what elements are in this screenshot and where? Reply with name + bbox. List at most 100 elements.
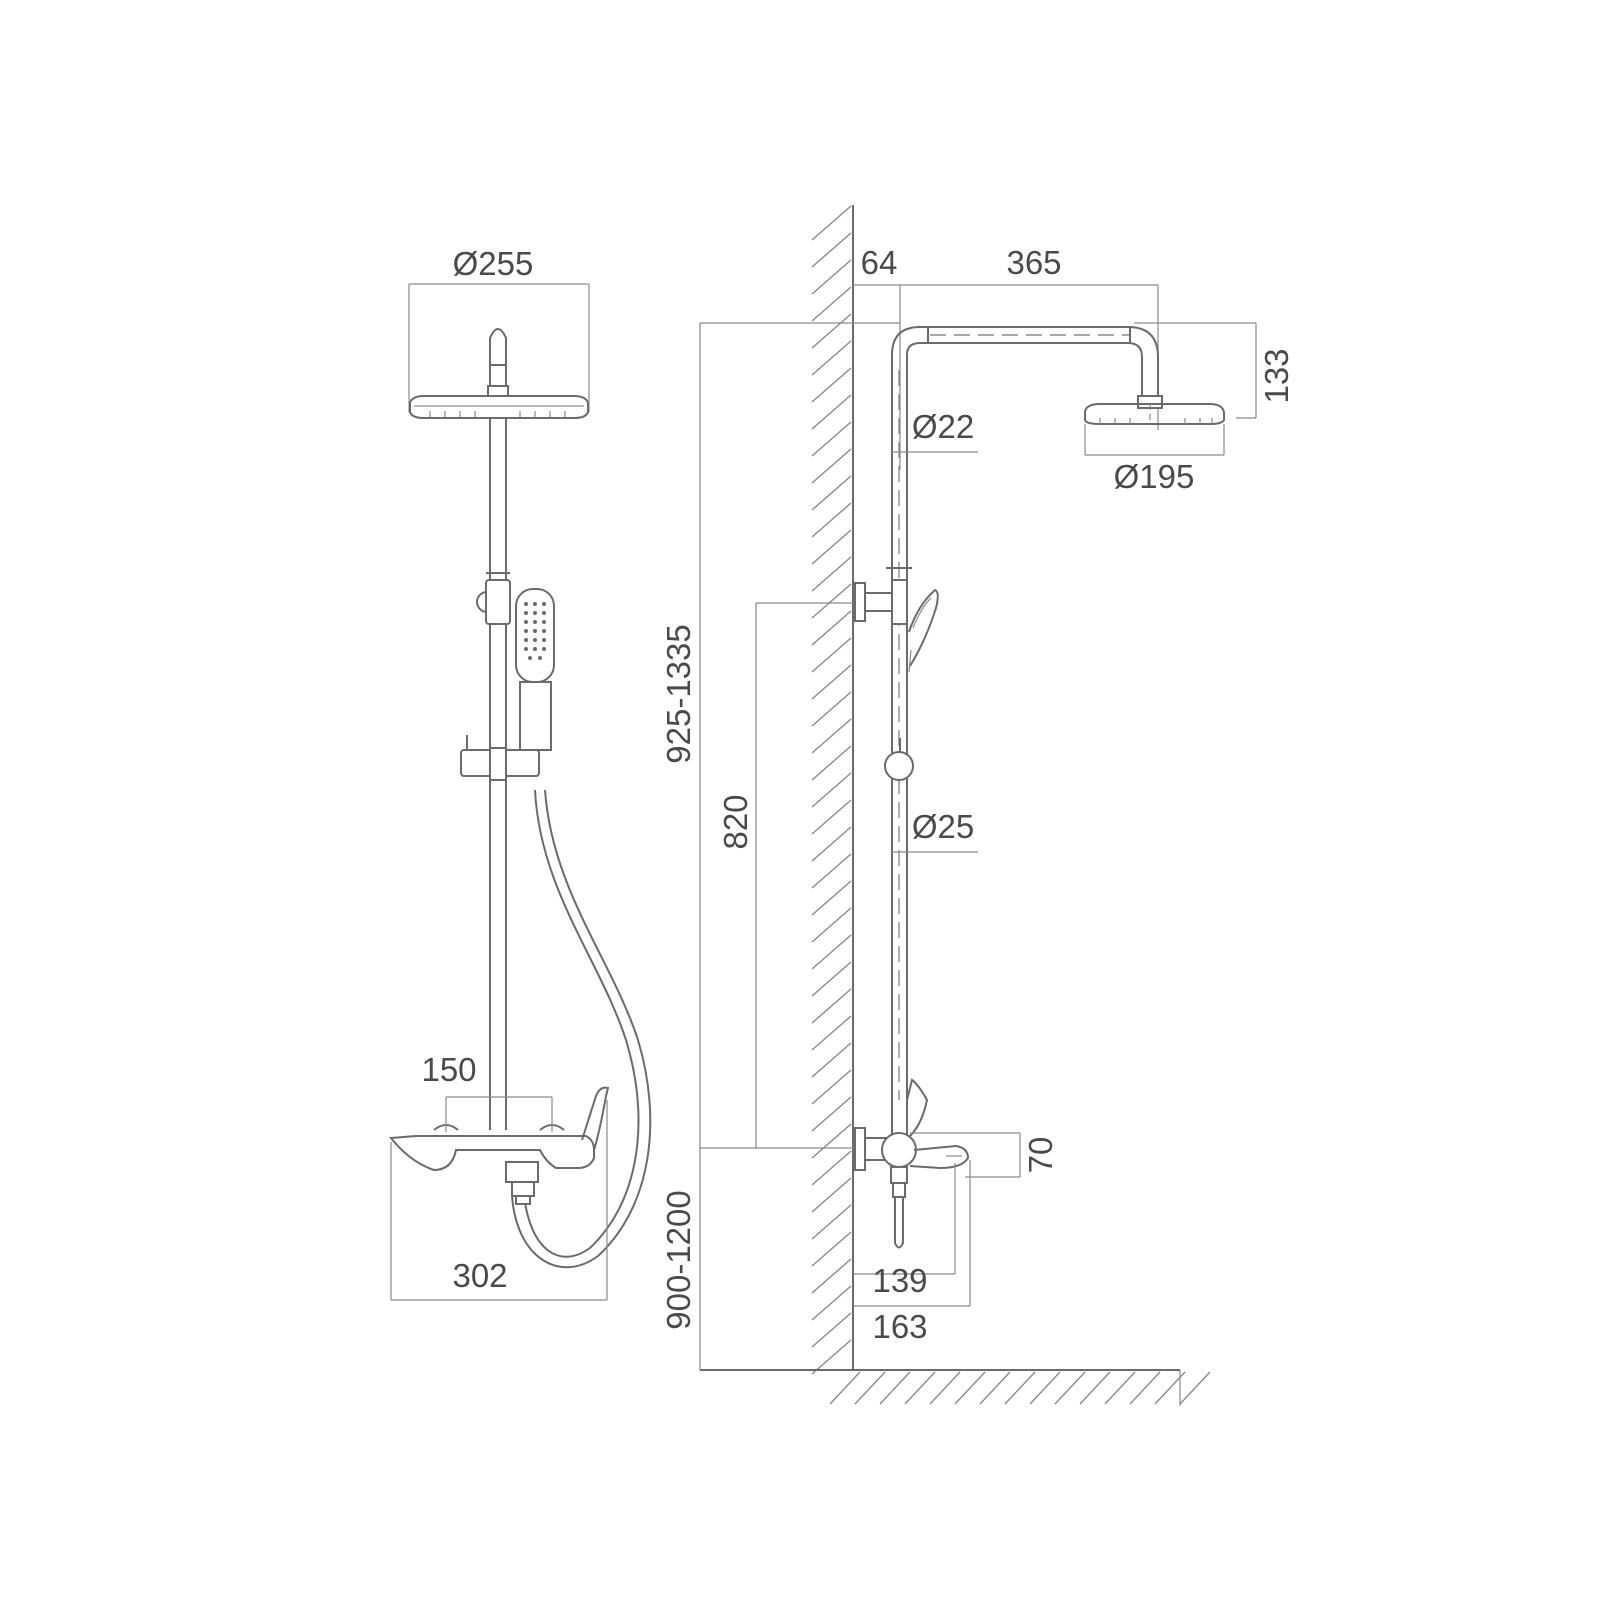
label-mixer-depth: 163 [872, 1308, 927, 1345]
wall-hatch-line [811, 988, 852, 1024]
dimension-head-width-front [408, 283, 590, 412]
wall-hatch-line [811, 1177, 852, 1213]
label-upper-pipe-diameter: Ø22 [912, 408, 974, 445]
front-mixer [389, 1086, 610, 1205]
floor-hatch-line [1029, 1371, 1061, 1405]
wall-hatch-line [811, 1339, 852, 1375]
dimension-bracket-distance [755, 602, 853, 1148]
wall-hatch-line [811, 313, 852, 349]
wall-hatch-line [811, 1150, 852, 1186]
floor-hatch-line [979, 1371, 1011, 1405]
floor-hatch-line [1179, 1371, 1211, 1405]
floor-hatch-line [1079, 1371, 1111, 1405]
dimension-total-height [699, 322, 900, 1149]
wall-hatch-line [811, 475, 852, 511]
wall-hatch-line [811, 1069, 852, 1105]
wall-hatch-line [811, 556, 852, 592]
wall-hatch-line [811, 259, 852, 295]
label-wall-offset: 64 [861, 244, 898, 281]
wall-hatch-line [811, 1258, 852, 1294]
floor-hatch-line [854, 1371, 886, 1405]
wall [811, 205, 854, 1375]
wall-hatch-line [811, 799, 852, 835]
wall-hatch-line [811, 205, 852, 241]
side-shower-arm [891, 326, 1163, 409]
floor-hatch-line [1054, 1371, 1086, 1405]
wall-hatch-line [811, 610, 852, 646]
wall-hatch-line [811, 340, 852, 376]
label-mixer-width: 302 [452, 1257, 507, 1294]
wall-hatch-line [811, 880, 852, 916]
front-shower-head [409, 395, 589, 419]
label-head-height: 133 [1258, 348, 1295, 403]
dimension-head-height [1134, 322, 1257, 419]
dimension-spout-reach [853, 1163, 956, 1275]
floor-hatch-line [1004, 1371, 1036, 1405]
wall-hatch-line [811, 502, 852, 538]
label-total-height: 925-1335 [660, 624, 697, 763]
wall-hatch-line [811, 1204, 852, 1240]
side-view: 64 365 133 [660, 205, 1295, 1406]
wall-hatch-line [811, 934, 852, 970]
label-spout-reach: 139 [872, 1262, 927, 1299]
side-mixer [854, 1078, 970, 1249]
wall-hatch-line [811, 1042, 852, 1078]
label-mixer-height: 70 [1022, 1137, 1059, 1174]
floor [700, 1369, 1211, 1406]
floor-hatch-line [954, 1371, 986, 1405]
label-install-height: 900-1200 [660, 1190, 697, 1329]
side-hand-shower [908, 588, 939, 673]
wall-hatch-line [811, 583, 852, 619]
floor-hatch-line [904, 1371, 936, 1405]
front-gooseneck [489, 328, 507, 395]
floor-hatch-line [1129, 1371, 1161, 1405]
label-mixer-spacing: 150 [421, 1051, 476, 1088]
wall-hatch-line [811, 1231, 852, 1267]
dimension-mixer-height [910, 1132, 1021, 1178]
wall-hatch-line [811, 907, 852, 943]
side-riser-pipe [886, 355, 912, 1140]
dimension-mixer-width [390, 1100, 608, 1301]
wall-hatch-line [811, 232, 852, 268]
dimension-mixer-depth [853, 1160, 971, 1307]
side-shower-head [1084, 403, 1225, 425]
floor-hatch-line [1104, 1371, 1136, 1405]
dimension-mixer-spacing [445, 1096, 553, 1132]
dimension-head-diameter-side [1084, 424, 1225, 456]
floor-hatch-line [1154, 1371, 1186, 1405]
wall-hatch-line [811, 853, 852, 889]
wall-hatch-line [811, 772, 852, 808]
label-lower-pipe-diameter: Ø25 [912, 808, 974, 845]
label-head-diameter-front: Ø255 [453, 245, 534, 282]
front-slider [460, 735, 540, 781]
wall-hatch-line [811, 529, 852, 565]
front-hose [523, 789, 640, 1258]
wall-hatch-line [811, 1015, 852, 1051]
wall-hatch-line [811, 961, 852, 997]
wall-hatch-line [811, 286, 852, 322]
front-hand-shower [515, 588, 555, 751]
wall-hatch-line [811, 664, 852, 700]
wall-hatch-line [811, 421, 852, 457]
label-bracket-distance: 820 [717, 794, 754, 849]
front-view: Ø255 [389, 245, 652, 1301]
wall-hatch-line [811, 745, 852, 781]
wall-hatch-line [811, 637, 852, 673]
wall-hatch-line [811, 367, 852, 403]
side-upper-bracket [854, 579, 908, 625]
floor-hatch-line [929, 1371, 961, 1405]
wall-hatch-line [811, 448, 852, 484]
side-slider-knob [884, 738, 914, 781]
label-arm-reach: 365 [1006, 244, 1061, 281]
wall-hatch-line [811, 1312, 852, 1348]
wall-hatch-line [811, 394, 852, 430]
wall-hatch-line [811, 826, 852, 862]
wall-hatch-line [811, 1096, 852, 1132]
floor-hatch-line [879, 1371, 911, 1405]
wall-hatch-line [811, 691, 852, 727]
wall-hatch-line [811, 718, 852, 754]
wall-hatch-line [811, 1123, 852, 1159]
label-head-diameter-side: Ø195 [1114, 458, 1195, 495]
floor-hatch-line [829, 1371, 861, 1405]
